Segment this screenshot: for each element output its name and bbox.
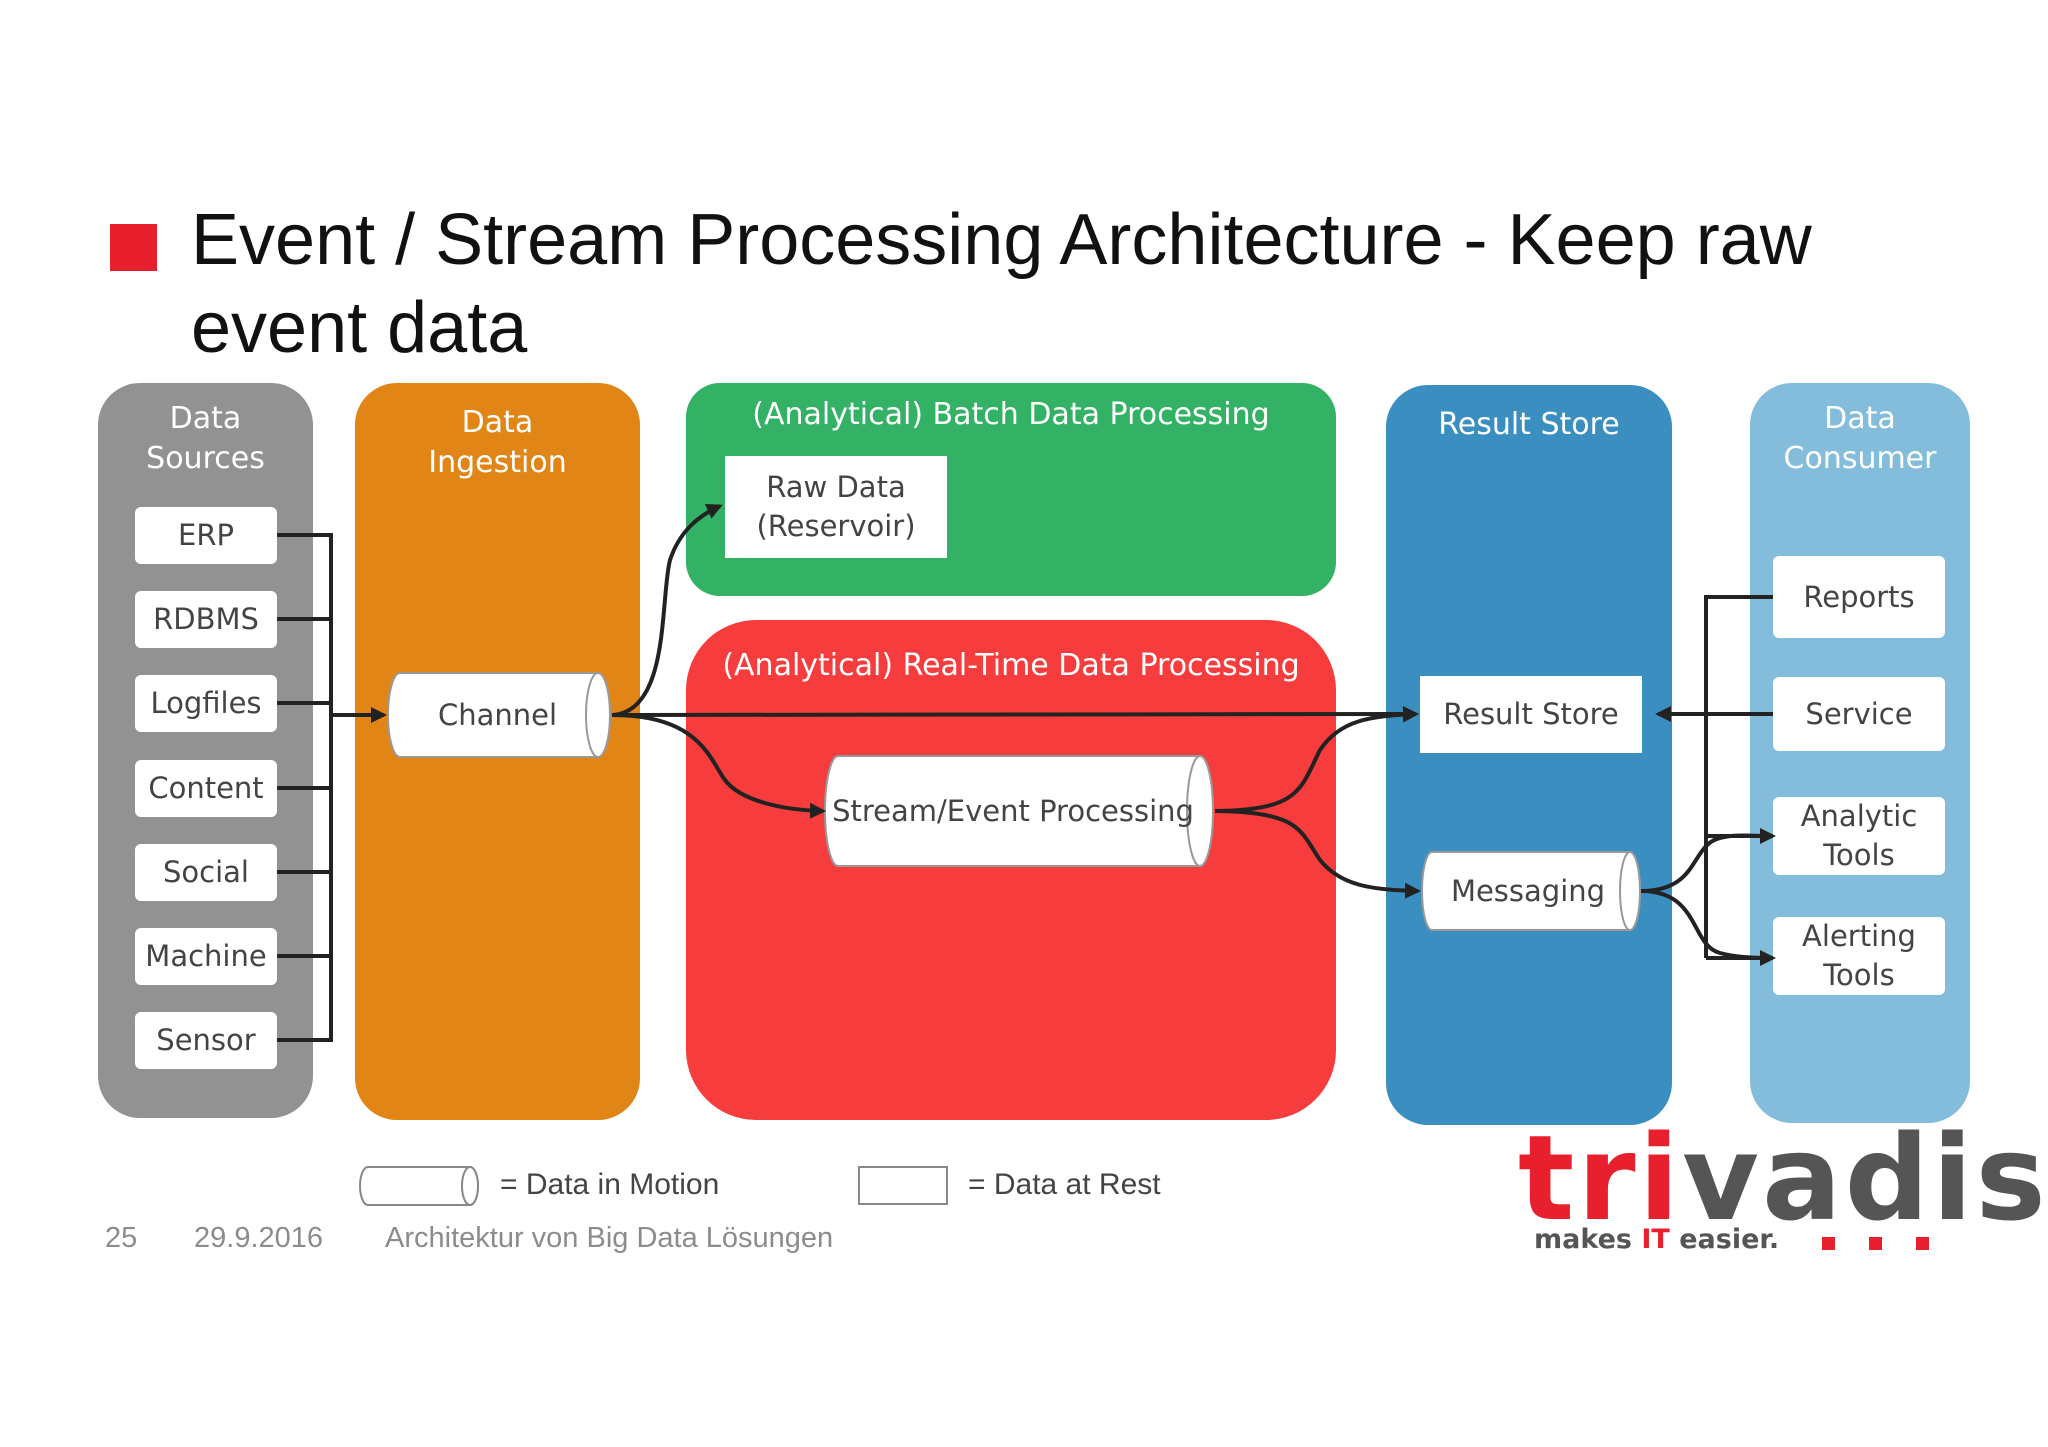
source-social: Social (135, 844, 277, 901)
arrow-messaging-to-analytic (1640, 827, 1776, 893)
stream-processing-cylinder (824, 755, 1214, 867)
channel-label: Channel (437, 698, 558, 732)
sources-bus (277, 533, 333, 1042)
arrow-stream-to-result-store (1214, 706, 1419, 813)
source-content: Content (135, 760, 277, 817)
trivadis-logo: trivadis (1518, 1109, 2048, 1247)
stream-processing-label: Stream/Event Processing (832, 794, 1194, 828)
lane-batch-title: (Analytical) Batch Data Processing (752, 397, 1270, 432)
logo-tagline: makes IT easier. (1534, 1224, 1780, 1255)
consumer-service: Service (1773, 677, 1945, 751)
lane-result-store-title: Result Store (1438, 407, 1620, 442)
title-bullet (110, 224, 157, 271)
arrow-channel-to-raw-data (611, 504, 723, 717)
footer-page-number: 25 (105, 1222, 138, 1254)
channel-cylinder (387, 672, 611, 758)
lane-realtime-processing: (Analytical) Real-Time Data Processing (686, 620, 1336, 1120)
source-erp: ERP (135, 507, 277, 564)
consumer-bus (1704, 595, 1773, 960)
legend-motion-label: = Data in Motion (500, 1168, 720, 1201)
arrow-channel-to-stream (611, 713, 826, 819)
result-store-box: Result Store (1420, 676, 1642, 753)
messaging-cylinder (1421, 851, 1641, 931)
arrow-messaging-to-alerting (1640, 889, 1776, 966)
arrow-channel-to-result-store (611, 706, 1419, 723)
source-sensor: Sensor (135, 1012, 277, 1069)
lane-realtime-title: (Analytical) Real-Time Data Processing (722, 648, 1300, 683)
raw-data-reservoir: Raw Data(Reservoir) (725, 456, 947, 558)
source-rdbms: RDBMS (135, 591, 277, 648)
legend-cylinder-icon (359, 1166, 479, 1206)
messaging-label: Messaging (1450, 874, 1606, 908)
legend-rest-icon (858, 1166, 948, 1205)
logo-dots (1822, 1237, 1929, 1250)
legend-rest-label: = Data at Rest (968, 1168, 1161, 1201)
consumer-reports: Reports (1773, 556, 1945, 638)
lane-result-store: Result Store (1386, 385, 1672, 1125)
footer-date: 29.9.2016 (194, 1222, 324, 1254)
slide-title: Event / Stream Processing Architecture -… (191, 200, 1812, 368)
source-logfiles: Logfiles (135, 675, 277, 732)
footer-subject: Architektur von Big Data Lösungen (385, 1222, 834, 1254)
source-machine: Machine (135, 928, 277, 985)
arrow-stream-to-messaging (1214, 809, 1421, 899)
